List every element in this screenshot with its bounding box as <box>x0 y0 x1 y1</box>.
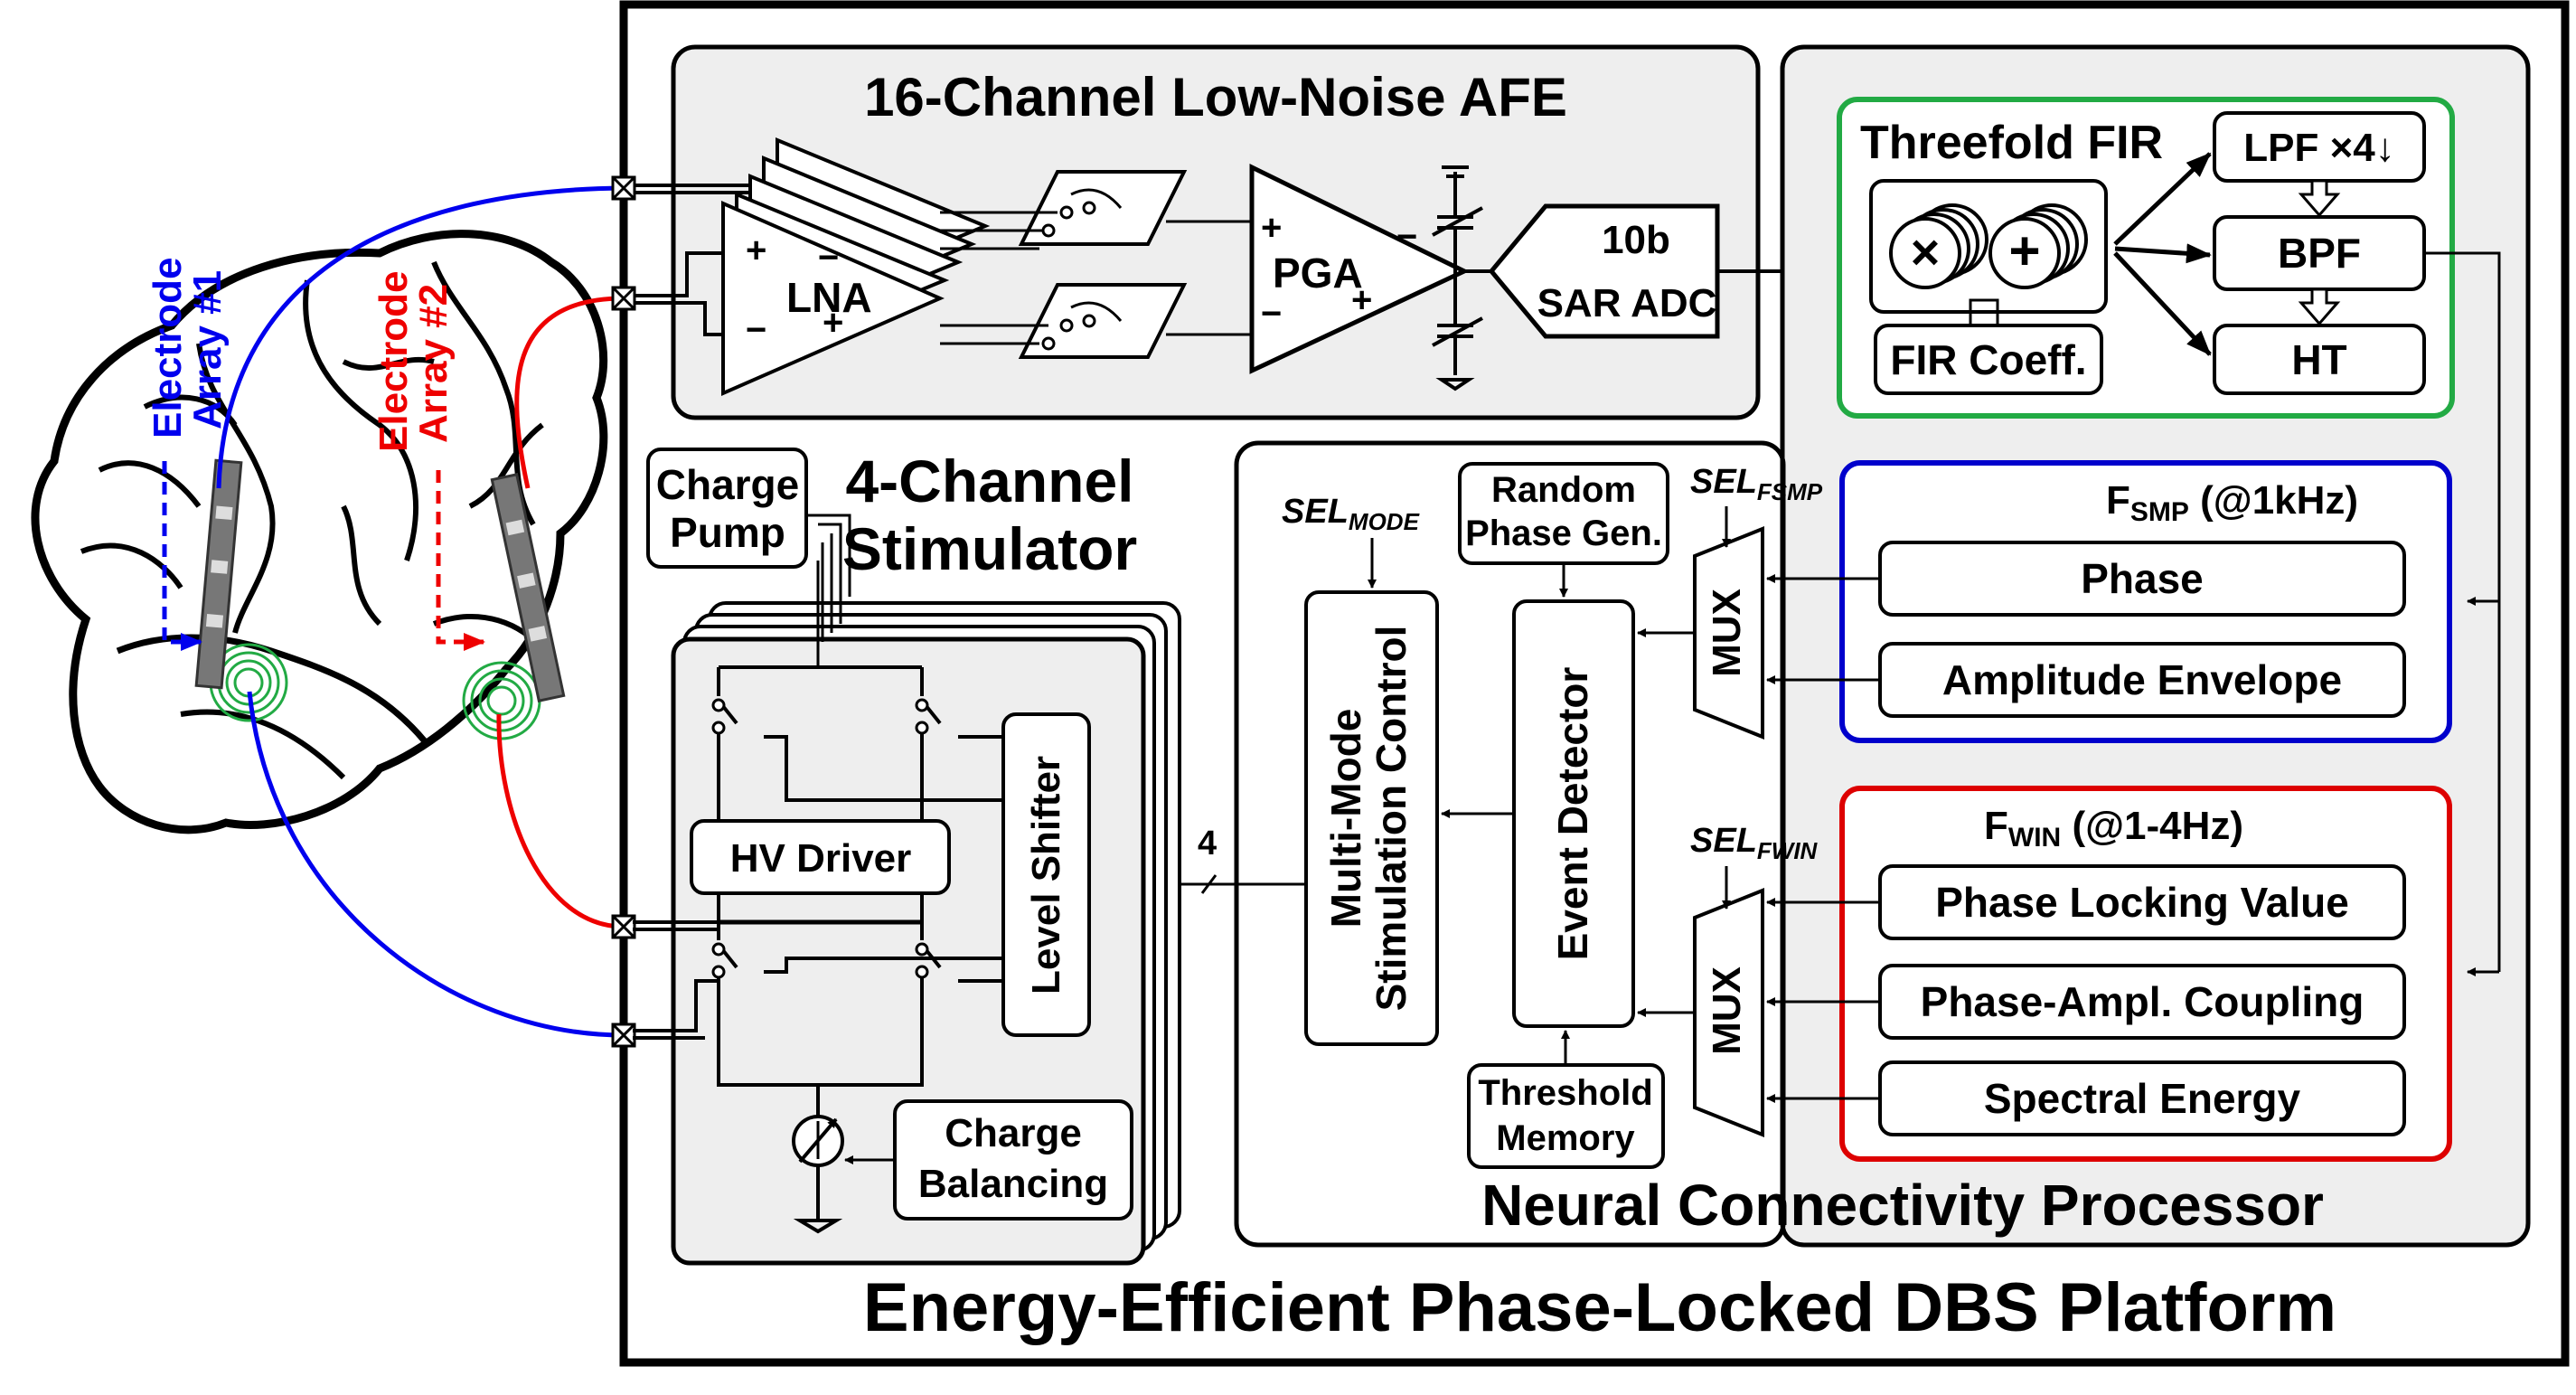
charge-pump-line2: Pump <box>670 509 785 556</box>
electrode-probe-1 <box>194 458 243 690</box>
charge-balancing-line1: Charge <box>945 1111 1082 1155</box>
fwin-item-plv: Phase Locking Value <box>1935 879 2349 926</box>
processor-block: Neural Connectivity Processor Random Pha… <box>1088 440 2324 1248</box>
lna-label: LNA <box>786 274 872 321</box>
lpf-label: LPF ×4↓ <box>2243 126 2395 170</box>
electrode-1-line2: Array #1 <box>185 270 230 429</box>
add-icon: + <box>2008 221 2040 281</box>
svg-text:+: + <box>1261 208 1282 248</box>
afe-title: 16-Channel Low-Noise AFE <box>864 67 1567 127</box>
fwin-title: FWIN (@1-4Hz) <box>1984 804 2243 853</box>
afe-block: 16-Channel Low-Noise AFE + − − + LNA <box>635 44 1761 420</box>
connector-pads <box>611 175 636 1048</box>
electrode-array-1-label: Electrode Array #1 <box>146 257 230 438</box>
lead-wire-1-record <box>216 185 625 489</box>
fir-output-bus <box>2424 251 2501 976</box>
adc-line2: SAR ADC <box>1537 281 1717 325</box>
lead-wire-1-stim <box>247 691 625 1038</box>
fir-block: Threefold FIR × + FIR Coeff. LPF ×4↓ BPF… <box>1837 97 2455 419</box>
charge-pump-line1: Charge <box>656 461 799 508</box>
electrode-2-line1: Electrode <box>371 270 416 452</box>
ht-label: HT <box>2291 336 2346 383</box>
fsmp-item-amplitude: Amplitude Envelope <box>1942 656 2342 703</box>
sel-fwin-label: SELFWIN <box>1690 822 1819 864</box>
fsmp-title: FSMP (@1kHz) <box>2106 478 2358 527</box>
svg-text:−: − <box>1261 294 1282 334</box>
brain-illustration <box>31 230 608 834</box>
stimulator-block: 4-Channel Stimulator Charge Pump <box>633 448 1181 1266</box>
stimulator-title-line1: 4-Channel <box>845 448 1133 514</box>
electrode-2-line2: Array #2 <box>411 284 456 443</box>
svg-text:−: − <box>818 238 839 278</box>
electrode-array-2-label: Electrode Array #2 <box>371 270 456 452</box>
sel-fsmp-label: SELFSMP <box>1690 463 1823 505</box>
electrode-2-pointer <box>436 470 485 651</box>
fsmp-item-phase: Phase <box>2081 555 2204 602</box>
fir-title: Threefold FIR <box>1860 117 2163 169</box>
electrode-probe-2 <box>490 473 566 702</box>
svg-text:+: + <box>1351 280 1372 320</box>
pga-label: PGA <box>1273 250 1363 297</box>
level-shifter-label: Level Shifter <box>1024 756 1068 994</box>
threshold-line2: Memory <box>1496 1118 1635 1158</box>
svg-text:−: − <box>1396 217 1417 257</box>
fsmp-block: FSMP (@1kHz) Phase Amplitude Envelope <box>1839 460 2452 743</box>
mux-bottom-label: MUX <box>1705 966 1749 1055</box>
fwin-item-pac: Phase-Ampl. Coupling <box>1921 978 2364 1025</box>
random-phase-line2: Phase Gen. <box>1465 514 1662 553</box>
lead-wire-2-record <box>514 296 625 489</box>
processor-title: Neural Connectivity Processor <box>1481 1173 2324 1238</box>
stim-control-line2: Stimulation Control <box>1368 626 1415 1012</box>
random-phase-line1: Random <box>1491 470 1636 510</box>
lead-wire-2-stim <box>496 713 625 929</box>
stimulator-title-line2: Stimulator <box>842 515 1137 582</box>
stim-control-line1: Multi-Mode <box>1322 709 1369 928</box>
adc-line1: 10b <box>1602 218 1670 262</box>
fwin-item-spectral: Spectral Energy <box>1984 1075 2301 1122</box>
platform-title: Energy-Efficient Phase-Locked DBS Platfo… <box>863 1269 2336 1346</box>
charge-balancing-line2: Balancing <box>918 1162 1108 1206</box>
fir-coeff: FIR Coeff. <box>1890 336 2086 383</box>
bus-width-label: 4 <box>1198 825 1217 862</box>
threshold-line1: Threshold <box>1478 1073 1652 1113</box>
bpf-label: BPF <box>2278 230 2361 277</box>
sel-mode-label: SELMODE <box>1282 493 1420 535</box>
multiply-icon: × <box>1911 223 1941 280</box>
hv-driver-label: HV Driver <box>730 836 912 881</box>
svg-text:+: + <box>746 231 766 270</box>
fwin-block: FWIN (@1-4Hz) Phase Locking Value Phase-… <box>1839 786 2452 1162</box>
mux-top-label: MUX <box>1705 589 1749 677</box>
svg-text:−: − <box>746 310 766 350</box>
svg-text:+: + <box>823 303 843 343</box>
electrode-1-line1: Electrode <box>146 257 190 438</box>
event-detector-label: Event Detector <box>1549 667 1596 961</box>
